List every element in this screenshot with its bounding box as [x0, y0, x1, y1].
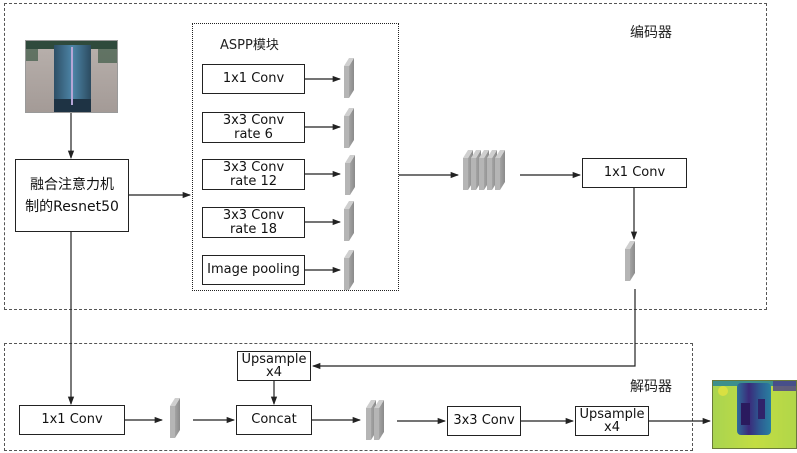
decoder-region — [4, 343, 693, 451]
feature-map-branch2 — [344, 108, 354, 148]
feature-map-branch4 — [344, 201, 354, 241]
input-image — [25, 40, 118, 113]
aspp-branch-1x1-conv[interactable]: 1x1 Conv — [202, 64, 305, 94]
feature-map-encoder-output — [625, 241, 635, 281]
decoder-1x1-conv-box[interactable]: 1x1 Conv — [19, 405, 125, 435]
feature-map-branch3 — [345, 155, 355, 195]
aspp-module-region — [192, 23, 399, 291]
aspp-branch-image-pooling[interactable]: Image pooling — [202, 255, 305, 285]
feature-map-low-level — [170, 398, 180, 438]
encoder-region — [4, 3, 767, 310]
concat-box[interactable]: Concat — [236, 405, 312, 435]
feature-map-branch1 — [344, 58, 354, 98]
input-image-graphic — [26, 41, 117, 112]
arrow-encoder-to-upsample — [311, 289, 636, 370]
backbone-resnet50-box[interactable]: 融合注意力机 制的Resnet50 — [15, 159, 129, 232]
encoder-1x1-conv-box[interactable]: 1x1 Conv — [582, 158, 687, 188]
upsample-x4-output-box[interactable]: Upsample x4 — [575, 406, 649, 436]
output-heatmap — [712, 380, 797, 449]
encoder-label: 编码器 — [630, 25, 672, 41]
aspp-branch-rate-6[interactable]: 3x3 Conv rate 6 — [202, 112, 305, 143]
aspp-title: ASPP模块 — [220, 38, 279, 53]
aspp-branch-rate-12[interactable]: 3x3 Conv rate 12 — [202, 159, 305, 190]
output-heatmap-graphic — [713, 381, 796, 448]
feature-map-stack-concat — [366, 400, 384, 440]
feature-map-stack-aspp — [463, 150, 505, 190]
upsample-x4-top-box[interactable]: Upsample x4 — [237, 351, 311, 381]
feature-map-branch5 — [344, 250, 354, 290]
decoder-3x3-conv-box[interactable]: 3x3 Conv — [447, 406, 521, 436]
decoder-label: 解码器 — [630, 379, 672, 395]
aspp-branch-rate-18[interactable]: 3x3 Conv rate 18 — [202, 207, 305, 238]
